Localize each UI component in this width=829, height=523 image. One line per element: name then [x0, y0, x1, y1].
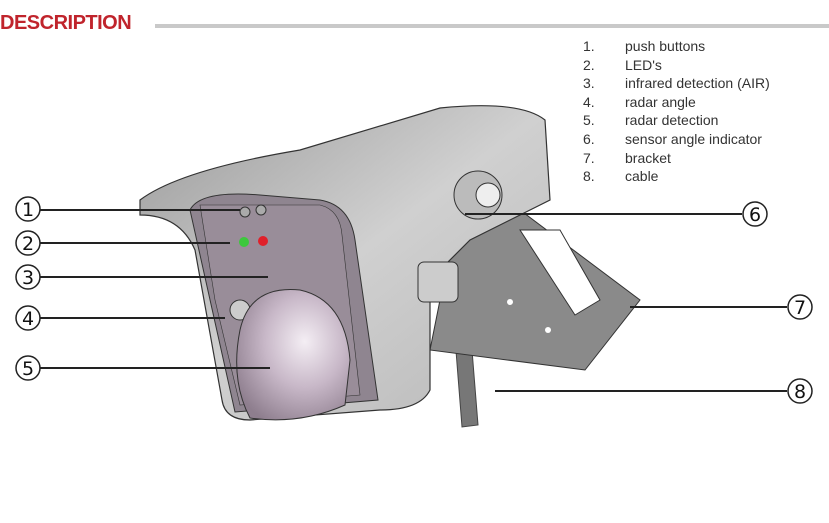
legend-number: 3. [583, 75, 595, 92]
parts-legend: 1. push buttons 2. LED's 3. infrared detect… [583, 37, 770, 186]
legend-number: 5. [583, 112, 595, 129]
legend-number: 7. [583, 149, 595, 166]
callout-markers [15, 196, 813, 404]
callout-7: 7 [794, 297, 806, 319]
legend-number: 6. [583, 130, 595, 147]
legend-number: 1. [583, 38, 595, 54]
callout-8: 8 [794, 381, 806, 403]
legend-label: bracket [625, 149, 671, 166]
legend-label: cable [625, 168, 659, 185]
cable-gland [417, 261, 459, 303]
legend-item: 3. infrared detection (AIR) [583, 74, 770, 93]
legend-label: push buttons [625, 38, 706, 54]
legend-item: 8. cable [583, 167, 770, 186]
callout-5: 5 [22, 358, 34, 380]
callout-2: 2 [22, 233, 34, 255]
legend-number: 8. [583, 168, 595, 185]
section-heading: DESCRIPTION [0, 12, 132, 34]
legend-number: 2. [583, 56, 595, 73]
legend-label: radar angle [625, 93, 696, 110]
callout-3: 3 [22, 267, 34, 289]
legend-label: infrared detection (AIR) [625, 75, 770, 92]
callout-1: 1 [22, 199, 34, 221]
radar-dome [236, 289, 351, 421]
legend-item: 2. LED's [583, 56, 770, 75]
heading-rule [155, 24, 829, 28]
legend-item: 4. radar angle [583, 93, 770, 112]
callout-6: 6 [749, 204, 761, 226]
led-red [258, 236, 268, 246]
legend-item: 7. bracket [583, 149, 770, 168]
callout-4: 4 [22, 308, 34, 330]
callout-lines [40, 209, 787, 392]
legend-number: 4. [583, 93, 595, 110]
legend-label: sensor angle indicator [625, 130, 762, 147]
legend-label: LED's [625, 56, 662, 73]
legend-item: 6. sensor angle indicator [583, 130, 770, 149]
legend-item: 1. push buttons [583, 37, 770, 56]
led-green [239, 237, 249, 247]
legend-label: radar detection [625, 112, 719, 129]
legend-item: 5. radar detection [583, 111, 770, 130]
push-buttons [239, 204, 267, 218]
